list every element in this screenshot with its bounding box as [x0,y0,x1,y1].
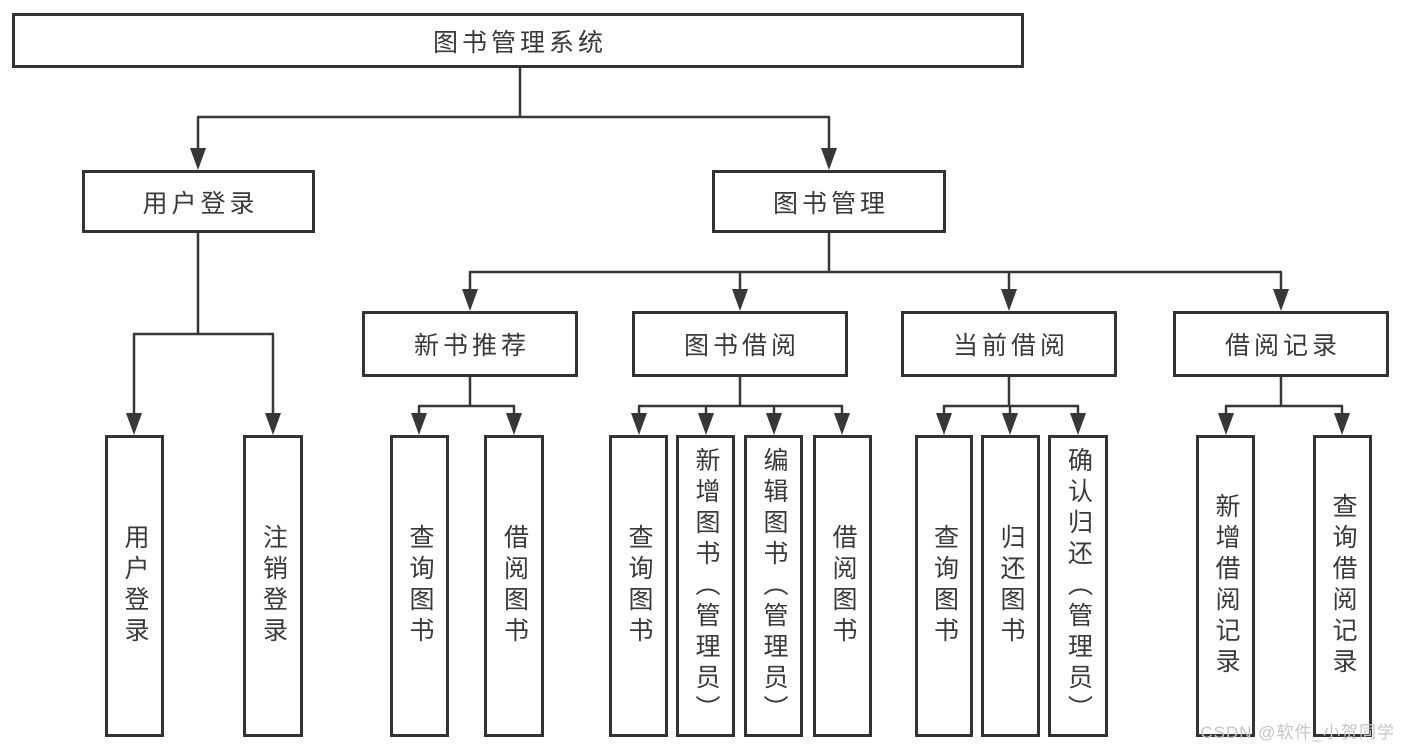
leaf-newbook-query-books-label: 查询图书 [406,524,434,648]
node-new-book-recommend-label: 新书推荐 [413,332,530,360]
leaf-user-login: 用户登录 [105,435,164,737]
node-borrow-records-label: 借阅记录 [1224,332,1341,360]
leaf-borrow-add-books-admin-label: 新增图书（管理员） [692,446,720,726]
leaf-records-add-record-label: 新增借阅记录 [1212,493,1240,679]
leaf-current-return-books-label: 归还图书 [997,524,1025,648]
node-book-borrow-label: 图书借阅 [683,332,800,360]
leaf-current-return-books: 归还图书 [981,435,1040,737]
leaf-current-query-books-label: 查询图书 [930,524,959,648]
leaf-newbook-borrow-books: 借阅图书 [484,435,544,737]
node-book-management-label: 图书管理 [772,189,889,218]
edge-newbook [418,377,515,408]
leaf-borrow-borrow-books-label: 借阅图书 [829,524,857,648]
leaf-records-add-record: 新增借阅记录 [1196,435,1255,737]
node-root: 图书管理系统 [12,13,1024,68]
leaf-newbook-borrow-books-label: 借阅图书 [500,524,529,648]
edge-current [943,377,1079,408]
leaf-newbook-query-books: 查询图书 [390,435,449,737]
leaf-borrow-query-books-label: 查询图书 [625,524,653,648]
node-current-borrow-label: 当前借阅 [952,332,1069,360]
leaf-records-query-record: 查询借阅记录 [1313,435,1372,737]
csdn-watermark: CSDN @软件_小贺同学 [1200,723,1395,742]
leaf-current-confirm-return-admin: 确认归还（管理员） [1048,435,1108,737]
leaf-borrow-edit-books-admin-label: 编辑图书（管理员） [760,446,788,726]
node-root-label: 图书管理系统 [432,28,607,57]
leaf-logout-label: 注销登录 [259,524,288,648]
node-current-borrow: 当前借阅 [901,311,1117,377]
leaf-current-query-books: 查询图书 [915,435,973,737]
node-book-management: 图书管理 [712,170,946,233]
leaf-borrow-borrow-books: 借阅图书 [813,435,872,737]
edge-records [1225,377,1343,408]
node-user-login: 用户登录 [82,170,315,233]
leaf-borrow-edit-books-admin: 编辑图书（管理员） [744,435,803,737]
leaf-borrow-add-books-admin: 新增图书（管理员） [676,435,735,737]
leaf-borrow-query-books: 查询图书 [609,435,668,737]
leaf-records-query-record-label: 查询借阅记录 [1329,493,1357,679]
node-borrow-records: 借阅记录 [1173,311,1389,377]
leaf-logout: 注销登录 [243,435,303,737]
leaf-current-confirm-return-admin-label: 确认归还（管理员） [1064,446,1093,726]
leaf-user-login-label: 用户登录 [121,524,149,648]
node-book-borrow: 图书借阅 [632,311,848,377]
node-new-book-recommend: 新书推荐 [362,311,578,377]
edge-borrow [638,377,843,408]
node-user-login-label: 用户登录 [142,189,259,218]
